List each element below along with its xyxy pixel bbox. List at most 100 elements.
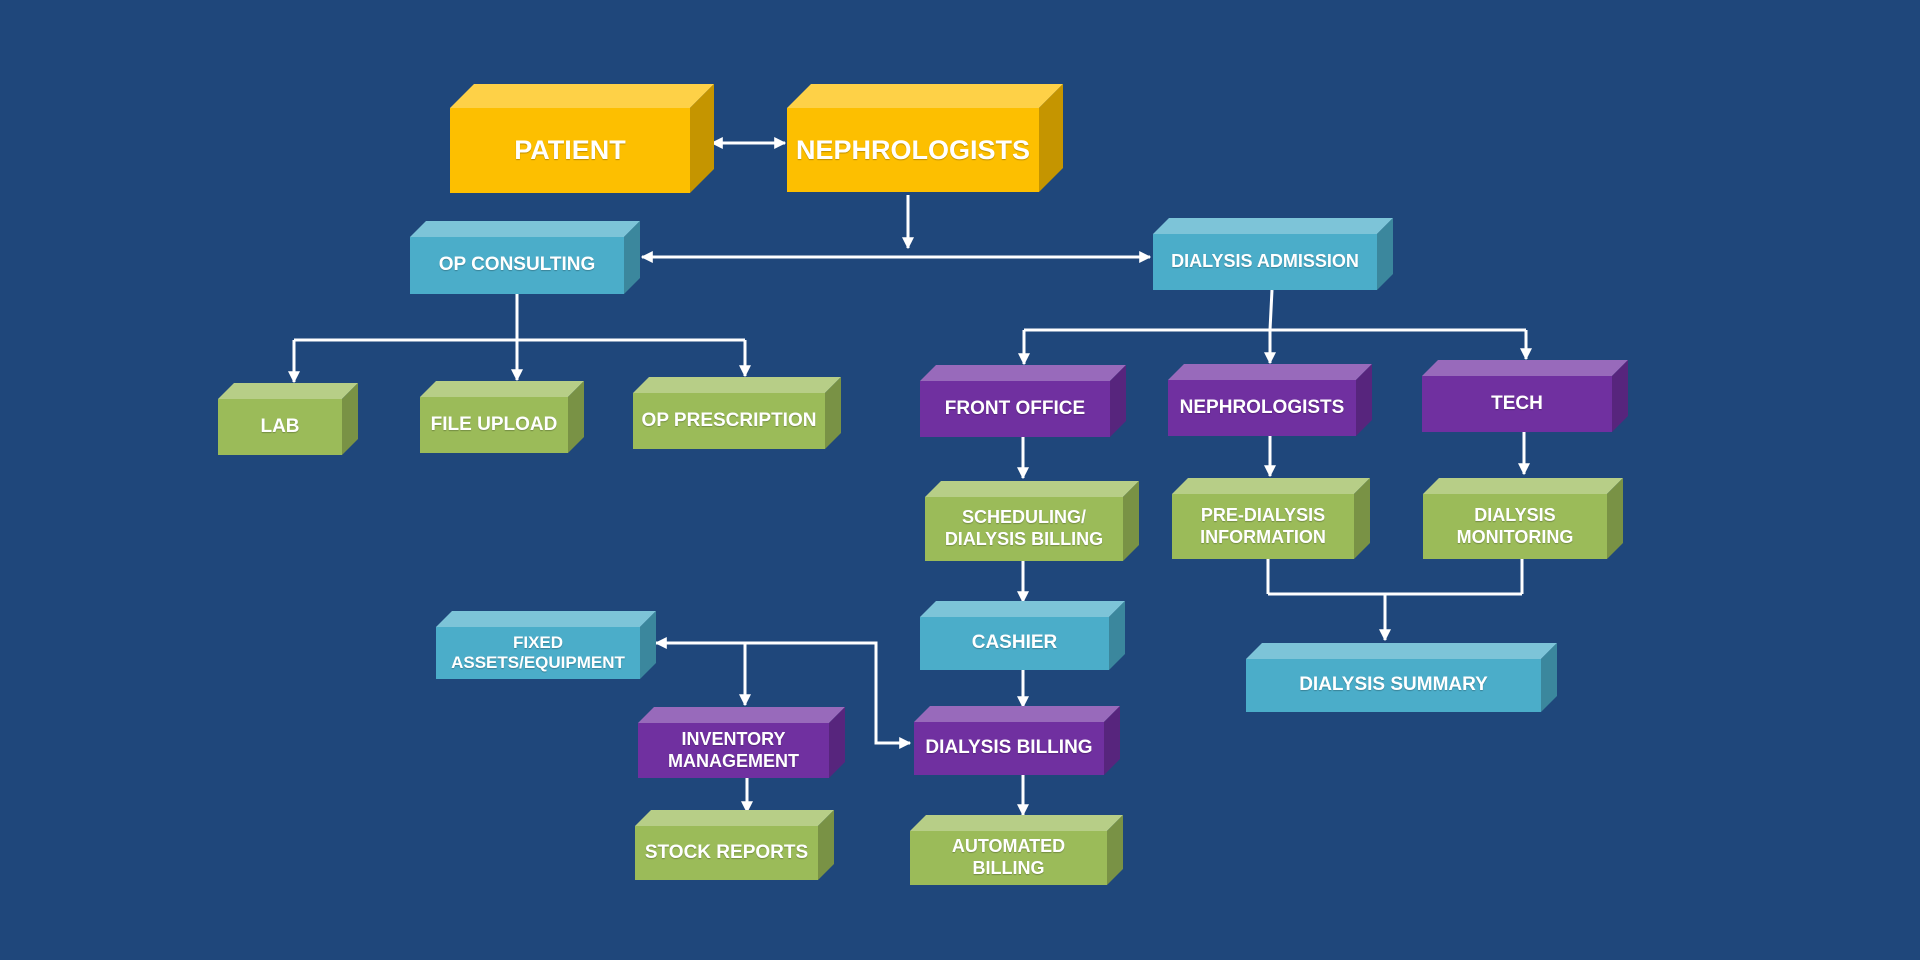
node-side-face [1612,360,1628,432]
node-stock-reports: STOCK REPORTS [635,810,834,880]
connector-opconsulting-branch [294,294,745,342]
node-top-face [635,810,834,826]
node-dialysis-admission: DIALYSIS ADMISSION [1153,218,1393,290]
node-label: DIALYSIS MONITORING [1423,494,1607,559]
node-dialysis-monitoring: DIALYSIS MONITORING [1423,478,1623,559]
node-top-face [1153,218,1393,234]
node-bevel [920,601,1125,670]
node-side-face [1104,706,1120,775]
node-bevel [910,815,1123,885]
node-front-office: FRONT OFFICE [920,365,1126,437]
node-side-face [1107,815,1123,885]
node-bevel [787,84,1063,192]
node-side-face [1109,601,1125,670]
connector-dialysisadmission-branch [1024,289,1526,332]
node-bevel [920,365,1126,437]
node-label: CASHIER [920,617,1109,670]
node-label: INVENTORY MANAGEMENT [638,723,829,778]
node-side-face [568,381,584,453]
node-side-face [1110,365,1126,437]
node-label: NEPHROLOGISTS [1168,380,1356,436]
node-side-face [829,707,845,778]
node-label: TECH [1422,376,1612,432]
node-label: STOCK REPORTS [635,826,818,880]
node-top-face [638,707,845,723]
node-top-face [910,815,1123,831]
node-bevel [1246,643,1557,712]
node-label: NEPHROLOGISTS [787,108,1039,192]
connector-summary-merge [1266,559,1524,596]
node-bevel [420,381,584,453]
node-side-face [818,810,834,880]
node-top-face [787,84,1063,108]
node-label: DIALYSIS ADMISSION [1153,234,1377,290]
node-top-face [1172,478,1370,494]
node-top-face [1423,478,1623,494]
node-top-face [920,365,1126,381]
node-bevel [218,383,358,455]
node-side-face [624,221,640,294]
node-tech: TECH [1422,360,1628,432]
node-automated-billing: AUTOMATED BILLING [910,815,1123,885]
node-label: FIXED ASSETS/EQUIPMENT [436,627,640,679]
node-label: OP PRESCRIPTION [633,393,825,449]
node-bevel [1168,364,1372,436]
node-bevel [925,481,1139,561]
node-bevel [914,706,1120,775]
node-pre-dialysis: PRE-DIALYSIS INFORMATION [1172,478,1370,559]
node-label: OP CONSULTING [410,237,624,294]
node-label: FILE UPLOAD [420,397,568,453]
node-scheduling: SCHEDULING/ DIALYSIS BILLING [925,481,1139,561]
node-top-face [633,377,841,393]
node-bevel [1172,478,1370,559]
node-nephrologists-mid: NEPHROLOGISTS [1168,364,1372,436]
node-fixed-assets: FIXED ASSETS/EQUIPMENT [436,611,656,679]
node-label: SCHEDULING/ DIALYSIS BILLING [925,497,1123,561]
node-bevel [1422,360,1628,432]
node-cashier: CASHIER [920,601,1125,670]
node-top-face [1168,364,1372,380]
node-patient: PATIENT [450,84,714,193]
node-top-face [914,706,1120,722]
node-side-face [690,84,714,193]
node-top-face [420,381,584,397]
node-side-face [1607,478,1623,559]
node-top-face [450,84,714,108]
node-side-face [1356,364,1372,436]
node-file-upload: FILE UPLOAD [420,381,584,453]
node-side-face [1541,643,1557,712]
node-top-face [218,383,358,399]
node-bevel [450,84,714,193]
node-bevel [436,611,656,679]
node-dialysis-billing: DIALYSIS BILLING [914,706,1120,775]
node-label: FRONT OFFICE [920,381,1110,437]
node-dialysis-summary: DIALYSIS SUMMARY [1246,643,1557,712]
node-top-face [1246,643,1557,659]
node-op-consulting: OP CONSULTING [410,221,640,294]
node-top-face [436,611,656,627]
node-side-face [1039,84,1063,192]
node-op-prescription: OP PRESCRIPTION [633,377,841,449]
node-side-face [1354,478,1370,559]
node-label: PRE-DIALYSIS INFORMATION [1172,494,1354,559]
node-lab: LAB [218,383,358,455]
node-bevel [1423,478,1623,559]
node-bevel [638,707,845,778]
node-label: DIALYSIS SUMMARY [1246,659,1541,712]
node-side-face [640,611,656,679]
node-top-face [410,221,640,237]
node-label: PATIENT [450,108,690,193]
node-nephrologists-top: NEPHROLOGISTS [787,84,1063,192]
node-side-face [342,383,358,455]
node-bevel [1153,218,1393,290]
node-top-face [925,481,1139,497]
node-top-face [1422,360,1628,376]
node-side-face [1377,218,1393,290]
node-label: AUTOMATED BILLING [910,831,1107,885]
node-side-face [825,377,841,449]
node-side-face [1123,481,1139,561]
node-top-face [920,601,1125,617]
node-label: LAB [218,399,342,455]
node-inventory: INVENTORY MANAGEMENT [638,707,845,778]
